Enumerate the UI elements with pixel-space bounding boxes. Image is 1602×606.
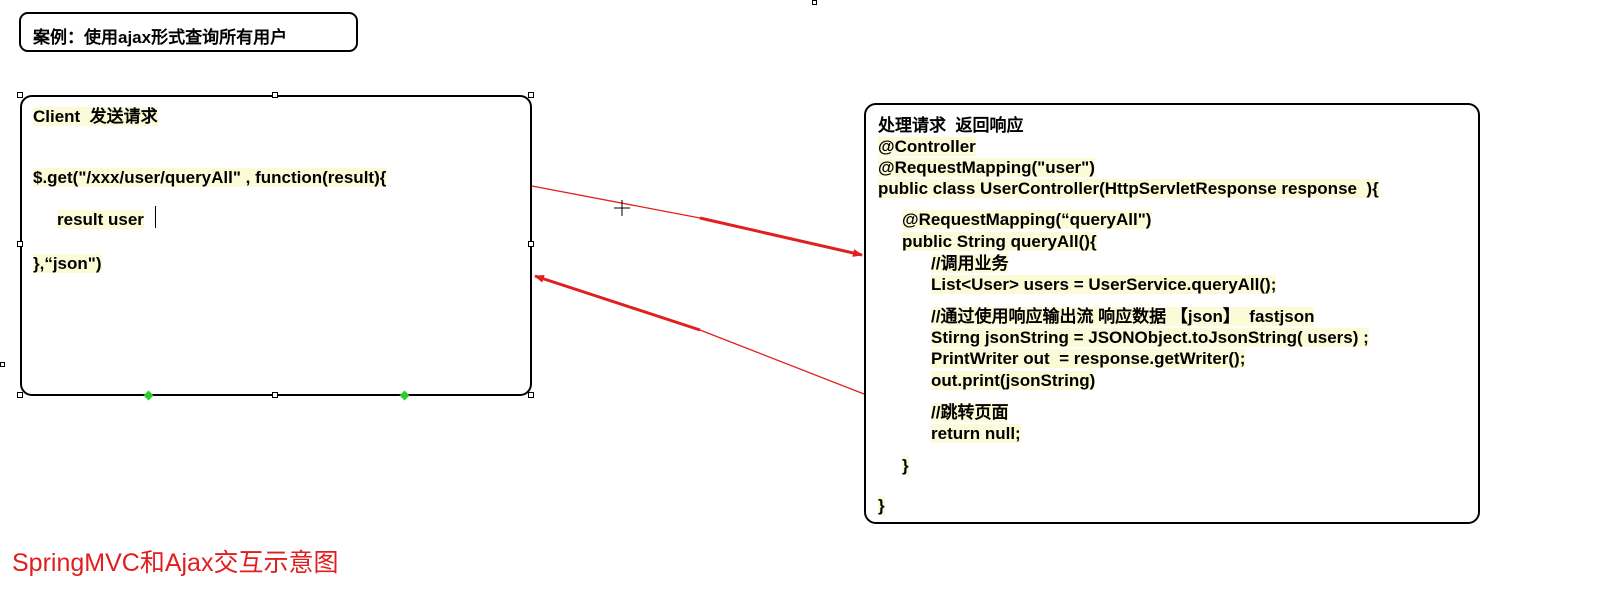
selection-handle[interactable] (528, 241, 534, 247)
selection-handle[interactable] (17, 241, 23, 247)
selection-handle[interactable] (528, 392, 534, 398)
selection-handle[interactable] (528, 92, 534, 98)
server-code-line: out.print(jsonString) (931, 371, 1096, 390)
server-heading: 处理请求 返回响应 (878, 116, 1024, 135)
response-arrow (534, 274, 701, 332)
client-code-line: result user (57, 210, 144, 229)
selection-handle[interactable] (272, 92, 278, 98)
server-code-line: } (902, 456, 909, 475)
server-code-line: PrintWriter out = response.getWriter(); (931, 349, 1246, 368)
server-code-line: public class UserController(HttpServletR… (878, 179, 1379, 198)
server-code-line: return null; (931, 424, 1021, 443)
response-arrow-thin (699, 329, 865, 395)
server-code-line: @RequestMapping("user") (878, 158, 1095, 177)
server-code-line: //通过使用响应输出流 响应数据 【json】 fastjson (931, 307, 1315, 326)
server-code-line: @Controller (878, 137, 976, 156)
selection-handle[interactable] (17, 392, 23, 398)
client-box[interactable]: Client 发送请求 $.get("/xxx/user/queryAll" ,… (20, 95, 532, 396)
server-code-line: //调用业务 (931, 254, 1009, 273)
selection-handle[interactable] (272, 392, 278, 398)
client-code-line: },“json") (33, 254, 102, 273)
server-code-line: public String queryAll(){ (902, 232, 1097, 251)
request-arrow-thin (531, 185, 701, 219)
page-marker (0, 362, 5, 367)
text-caret (155, 206, 156, 228)
diagram-caption: SpringMVC和Ajax交互示意图 (12, 549, 339, 577)
request-arrow (699, 216, 863, 257)
server-code-line: List<User> users = UserService.queryAll(… (931, 275, 1277, 294)
page-marker (812, 0, 817, 5)
server-code-line: //跳转页面 (931, 403, 1009, 422)
server-code-line: } (878, 496, 885, 515)
server-code-line: @RequestMapping(“queryAll") (902, 210, 1152, 229)
client-code-line: $.get("/xxx/user/queryAll" , function(re… (33, 168, 387, 187)
server-box[interactable]: 处理请求 返回响应 @Controller @RequestMapping("u… (864, 103, 1480, 524)
diagram-title: 案例：使用ajax形式查询所有用户 (33, 28, 288, 47)
server-code-line: Stirng jsonString = JSONObject.toJsonStr… (931, 328, 1369, 347)
client-heading: Client 发送请求 (33, 107, 158, 126)
selection-handle[interactable] (17, 92, 23, 98)
title-box[interactable]: 案例：使用ajax形式查询所有用户 (19, 12, 358, 52)
